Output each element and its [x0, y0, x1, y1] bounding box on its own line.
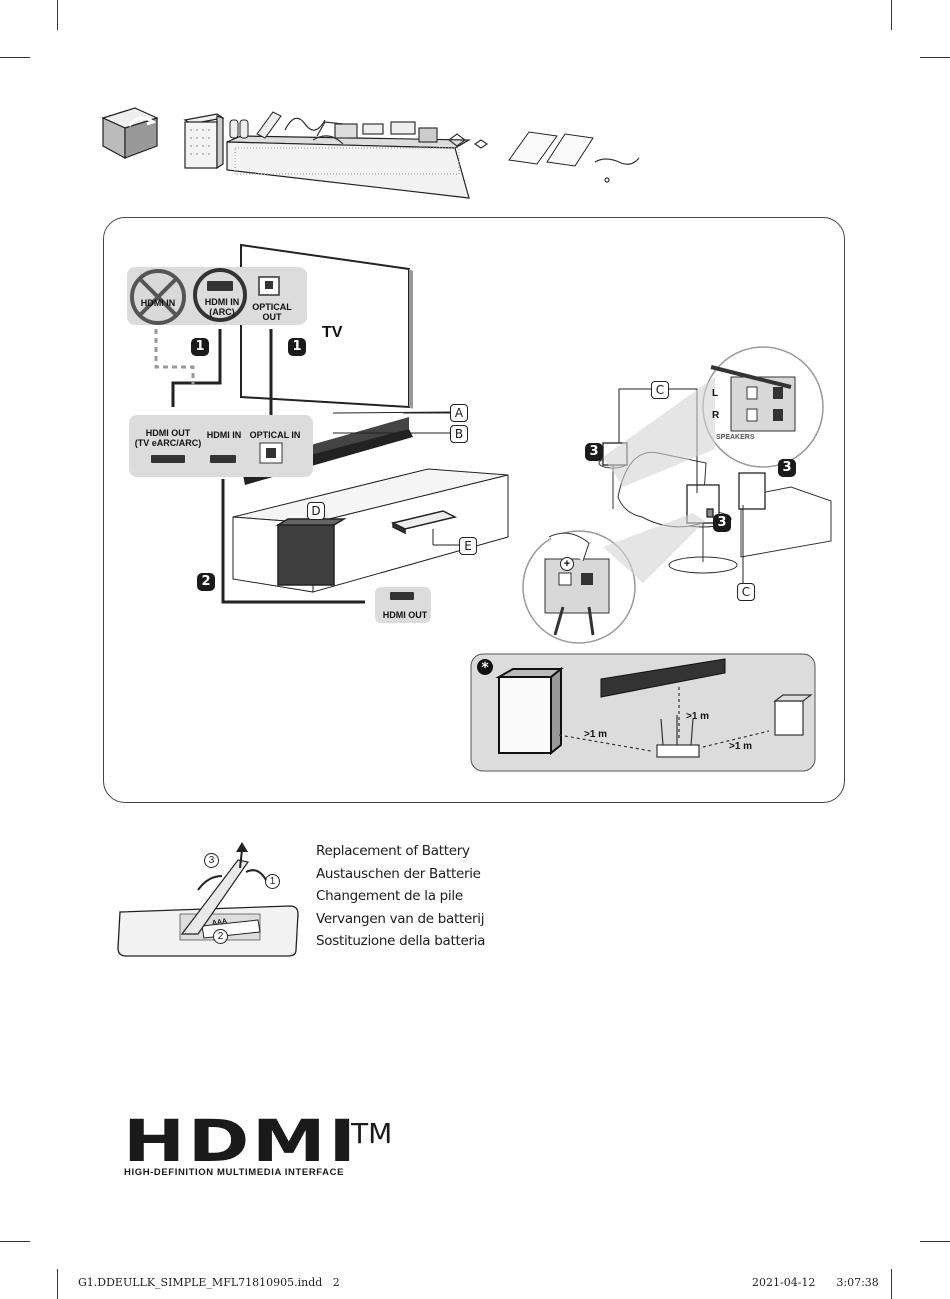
subwoofer-icon — [183, 113, 225, 170]
battery-replacement-illustration — [117, 842, 299, 957]
distance-label: >1 m — [686, 711, 710, 722]
hdmi-cable-to-source — [221, 479, 365, 604]
cable-icons — [284, 117, 640, 183]
source-port-panel — [375, 587, 431, 623]
speaker-terminal-right-label: R — [712, 410, 720, 421]
distance-label: >1 m — [729, 741, 753, 752]
callout-a: A — [450, 404, 468, 422]
step-badge: 3 — [585, 443, 603, 461]
battery-replacement-languages: Replacement of Battery Austauschen der B… — [316, 840, 485, 953]
step-badge: 3 — [713, 514, 731, 532]
remote-control-icon — [229, 111, 282, 139]
callout-e: E — [459, 537, 477, 555]
tv-hdmi-in-arc-label: HDMI IN (ARC) — [204, 297, 240, 317]
subwoofer-icon — [275, 518, 347, 586]
speaker-terminal-left-label: L — [712, 388, 719, 399]
step-badge: 1 — [288, 338, 306, 356]
hdmi-trademark: TM — [351, 1117, 393, 1150]
connection-diagram-panel — [103, 217, 845, 803]
hdmi-logo-mark: HDMI — [123, 1107, 359, 1175]
bar-hdmi-in-label: HDMI IN — [206, 430, 242, 440]
battery-step-2: 2 — [213, 929, 228, 944]
callout-d: D — [307, 502, 325, 520]
step-badge: 2 — [197, 573, 215, 591]
language-line: Replacement of Battery — [316, 843, 470, 859]
tv-hdmi-in-label: HDMI IN — [140, 298, 176, 308]
footer-timestamp: 2021-04-12 3:07:38 — [752, 1276, 879, 1289]
battery-cover-icon — [180, 859, 250, 935]
source-hdmi-out-label: HDMI OUT — [382, 610, 428, 620]
hdmi-logo: HDMI TM — [123, 1112, 392, 1170]
placement-subwoofer — [495, 666, 564, 756]
crop-mark — [0, 1241, 30, 1242]
asterisk-badge: * — [477, 659, 493, 676]
crop-mark — [891, 1269, 892, 1299]
language-line: Vervangen van de batterij — [316, 910, 485, 927]
terminal-zoom-bottom — [522, 513, 705, 644]
crop-mark — [920, 1241, 950, 1242]
package-contents-illustration — [101, 107, 640, 199]
speakers-caption: SPEAKERS — [716, 434, 755, 441]
rear-speaker-right — [738, 472, 766, 510]
set-top-box-icon — [390, 510, 458, 535]
distance-arrows — [558, 687, 770, 752]
dashed-hdmi-cable — [154, 329, 195, 385]
battery-step-1: 1 — [265, 874, 280, 889]
tv-label: TV — [322, 324, 343, 341]
soundbar-icon — [226, 135, 472, 199]
hdmi-arc-port-icon — [193, 268, 247, 322]
lift-arrow-icon — [245, 869, 267, 881]
prohibited-icon — [130, 269, 186, 325]
callout-c-bottom: C — [737, 583, 755, 601]
manual-icons — [508, 131, 594, 167]
step-badge: 3 — [778, 459, 796, 477]
tv-stand-icon — [232, 468, 509, 593]
crop-mark — [0, 57, 30, 58]
battery-step-3: 3 — [204, 853, 219, 868]
callout-c-top: C — [651, 381, 669, 399]
distance-label: >1 m — [584, 729, 608, 740]
open-box-icon — [101, 107, 159, 160]
plus-sign: + — [560, 557, 574, 571]
callout-b: B — [450, 425, 468, 443]
close-arrow-icon — [197, 875, 223, 891]
placement-speaker — [773, 694, 813, 736]
hdmi-cable — [171, 329, 222, 407]
crop-mark — [57, 0, 58, 30]
language-line: Changement de la pile — [316, 888, 463, 904]
language-line: Austauschen der Batterie — [316, 865, 481, 882]
crop-mark — [891, 0, 892, 30]
language-line: Sostituzione della batteria — [316, 933, 486, 949]
step-badge: 1 — [191, 338, 209, 356]
placement-soundbar — [600, 658, 726, 698]
crop-mark — [57, 1269, 58, 1299]
footer-filename: G1.DDEULLK_SIMPLE_MFL71810905.indd 2 — [78, 1276, 340, 1289]
open-arrow-icon — [239, 849, 243, 869]
terminal-zoom-top — [603, 346, 824, 487]
bar-optical-in-label: OPTICAL IN — [249, 430, 301, 440]
hdmi-tagline: HIGH-DEFINITION MULTIMEDIA INTERFACE — [124, 1167, 345, 1178]
crop-mark — [920, 57, 950, 58]
connection-diagram — [127, 243, 832, 772]
tv-optical-out-label: OPTICAL OUT — [252, 302, 292, 322]
placement-router — [656, 715, 700, 758]
bar-hdmi-out-label: HDMI OUT (TV eARC/ARC) — [134, 428, 202, 448]
